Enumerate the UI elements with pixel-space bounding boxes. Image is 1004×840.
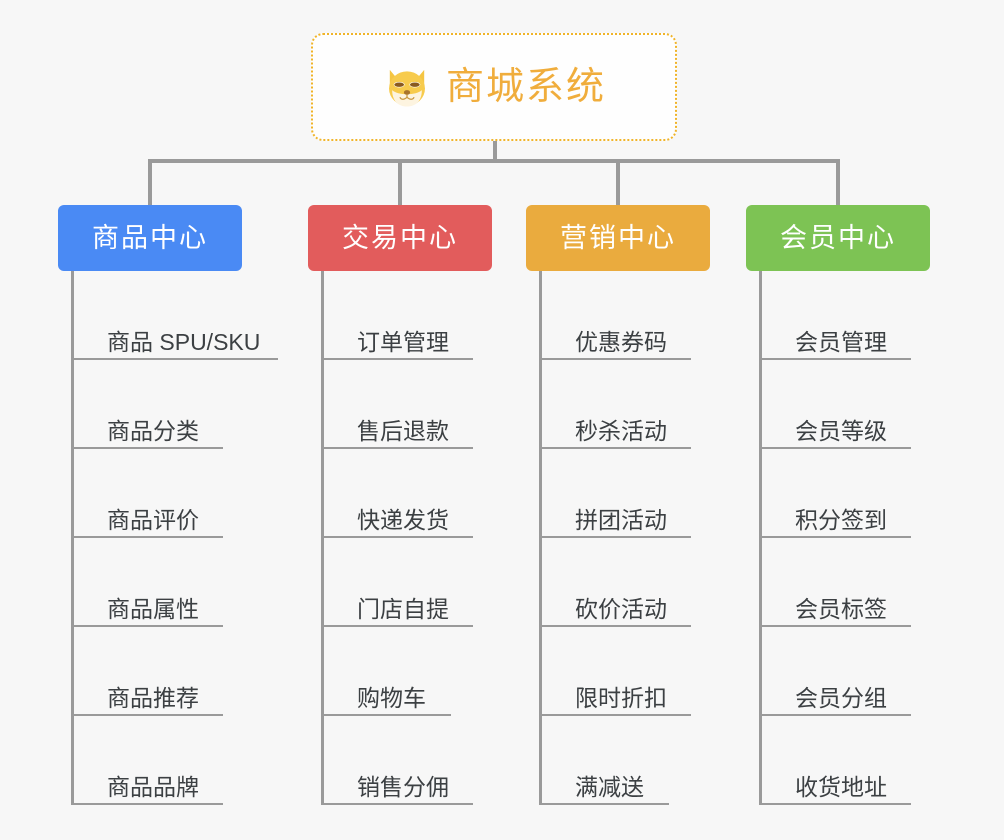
leaf-underline [759,447,911,449]
category-box-3[interactable]: 营销中心 [526,205,710,271]
leaf-item[interactable]: 门店自提 [321,538,473,627]
leaf-underline [759,714,911,716]
leaf-underline [321,625,473,627]
leaf-label: 会员分组 [795,685,887,711]
leaf-item[interactable]: 商品品牌 [71,716,274,805]
category-box-2[interactable]: 交易中心 [308,205,492,271]
leaf-label: 砍价活动 [575,596,667,622]
leaf-item[interactable]: 秒杀活动 [539,360,691,449]
leaf-label: 售后退款 [357,418,449,444]
leaf-underline [321,803,473,805]
leaf-underline [759,625,911,627]
leaf-underline [71,714,223,716]
column-rail-2 [321,271,324,805]
leaf-label: 门店自提 [357,596,449,622]
leaf-label: 快递发货 [357,507,449,533]
leaf-underline [539,536,691,538]
column-rail-4 [759,271,762,805]
leaf-item[interactable]: 满减送 [539,716,681,805]
leaf-label: 积分签到 [795,507,887,533]
leaf-label: 会员标签 [795,596,887,622]
category-box-1[interactable]: 商品中心 [58,205,242,271]
leaf-column-1: 商品 SPU/SKU 商品分类 商品评价 商品属性 商品推荐 商品品牌 [71,271,278,805]
drop-connector-4 [836,159,840,207]
leaf-label: 购物车 [357,685,426,711]
leaf-item[interactable]: 会员标签 [759,538,911,627]
leaf-item[interactable]: 会员等级 [759,360,911,449]
leaf-underline [539,803,669,805]
leaf-item[interactable]: 会员管理 [759,271,911,360]
drop-connector-3 [616,159,620,207]
drop-connector-2 [398,159,402,207]
leaf-label: 限时折扣 [575,685,667,711]
leaf-label: 秒杀活动 [575,418,667,444]
leaf-item[interactable]: 限时折扣 [539,627,691,716]
leaf-underline [71,358,278,360]
root-node-card[interactable]: 商城系统 [311,33,677,141]
leaf-item[interactable]: 订单管理 [321,271,473,360]
leaf-label: 商品属性 [107,596,199,622]
leaf-item[interactable]: 购物车 [321,627,463,716]
leaf-label: 会员管理 [795,329,887,355]
leaf-item[interactable]: 商品分类 [71,360,274,449]
leaf-label: 拼团活动 [575,507,667,533]
leaf-underline [71,625,223,627]
category-label-4: 会员中心 [780,222,896,253]
leaf-label: 商品分类 [107,418,199,444]
column-rail-1 [71,271,74,805]
leaf-underline [539,447,691,449]
leaf-item[interactable]: 商品推荐 [71,627,274,716]
leaf-underline [71,803,223,805]
leaf-label: 商品 SPU/SKU [107,329,261,355]
leaf-item[interactable]: 商品评价 [71,449,274,538]
leaf-underline [539,358,691,360]
leaf-column-4: 会员管理 会员等级 积分签到 会员标签 会员分组 收货地址 [759,271,911,805]
leaf-label: 优惠券码 [575,329,667,355]
leaf-label: 商品品牌 [107,774,199,800]
leaf-underline [321,536,473,538]
category-box-4[interactable]: 会员中心 [746,205,930,271]
leaf-item[interactable]: 快递发货 [321,449,473,538]
leaf-item[interactable]: 砍价活动 [539,538,691,627]
leaf-item[interactable]: 会员分组 [759,627,911,716]
column-rail-3 [539,271,542,805]
leaf-underline [759,358,911,360]
leaf-item[interactable]: 拼团活动 [539,449,691,538]
leaf-item[interactable]: 商品 SPU/SKU [71,271,278,360]
leaf-label: 商品推荐 [107,685,199,711]
shiba-dog-icon [389,69,425,108]
leaf-underline [321,447,473,449]
category-label-3: 营销中心 [560,222,676,253]
leaf-label: 订单管理 [357,329,449,355]
drop-connector-1 [148,159,152,207]
leaf-underline [539,625,691,627]
leaf-label: 销售分佣 [357,774,449,800]
leaf-underline [539,714,691,716]
leaf-underline [759,803,911,805]
leaf-item[interactable]: 优惠券码 [539,271,691,360]
root-stem-connector [493,141,497,163]
leaf-underline [71,536,223,538]
leaf-item[interactable]: 销售分佣 [321,716,473,805]
category-label-1: 商品中心 [92,222,208,253]
leaf-underline [321,358,473,360]
leaf-underline [321,714,451,716]
leaf-underline [71,447,223,449]
root-title: 商城系统 [445,66,606,108]
trunk-bar-connector [150,159,838,163]
leaf-item[interactable]: 售后退款 [321,360,473,449]
category-label-2: 交易中心 [342,222,458,253]
leaf-underline [759,536,911,538]
leaf-column-3: 优惠券码 秒杀活动 拼团活动 砍价活动 限时折扣 满减送 [539,271,691,805]
leaf-item[interactable]: 商品属性 [71,538,274,627]
leaf-item[interactable]: 收货地址 [759,716,911,805]
leaf-label: 满减送 [575,774,644,800]
leaf-item[interactable]: 积分签到 [759,449,911,538]
leaf-label: 会员等级 [795,418,887,444]
leaf-column-2: 订单管理 售后退款 快递发货 门店自提 购物车 销售分佣 [321,271,473,805]
leaf-label: 收货地址 [795,774,887,800]
leaf-label: 商品评价 [107,507,199,533]
